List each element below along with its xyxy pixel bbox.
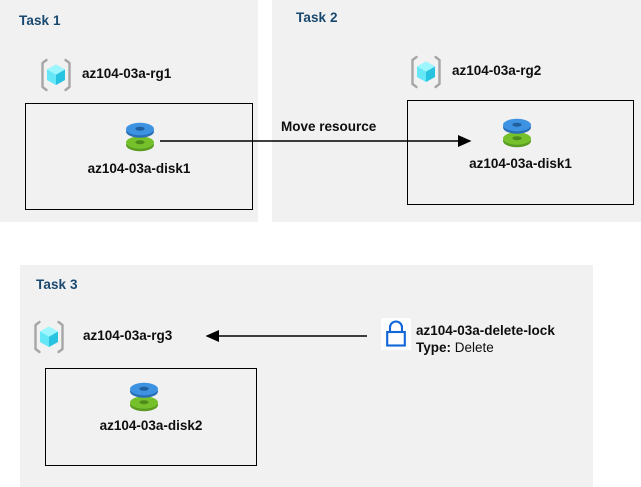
disk-icon [119, 116, 161, 158]
disk-label: az104-03a-disk1 [469, 156, 572, 171]
resource-group-icon [37, 56, 75, 94]
task-title-task2: Task 2 [296, 10, 338, 25]
disk-label: az104-03a-disk1 [87, 161, 191, 176]
delete-lock-arrow [205, 330, 367, 342]
resource-group-icon [30, 318, 68, 356]
disk-icon [496, 112, 538, 154]
resource-group-icon [407, 53, 445, 91]
lock-type-key: Type: [416, 340, 452, 355]
resource-group-label: az104-03a-rg1 [82, 66, 172, 81]
task-title-task1: Task 1 [19, 13, 61, 28]
lock-name-label: az104-03a-delete-lock [416, 323, 555, 338]
disk-label: az104-03a-disk2 [99, 418, 203, 433]
resource-container-task2 [407, 100, 634, 205]
resource-group-label: az104-03a-rg3 [83, 328, 173, 343]
move-resource-arrow [160, 135, 472, 147]
resource-container-task1 [25, 103, 253, 210]
lock-icon [381, 318, 411, 350]
task-title-task3: Task 3 [36, 277, 78, 292]
resource-group-label: az104-03a-rg2 [452, 63, 542, 78]
disk-icon [123, 376, 165, 418]
lock-type-row: Type: Delete [416, 340, 494, 355]
move-resource-label: Move resource [281, 119, 377, 134]
lock-type-value: Delete [454, 340, 494, 355]
